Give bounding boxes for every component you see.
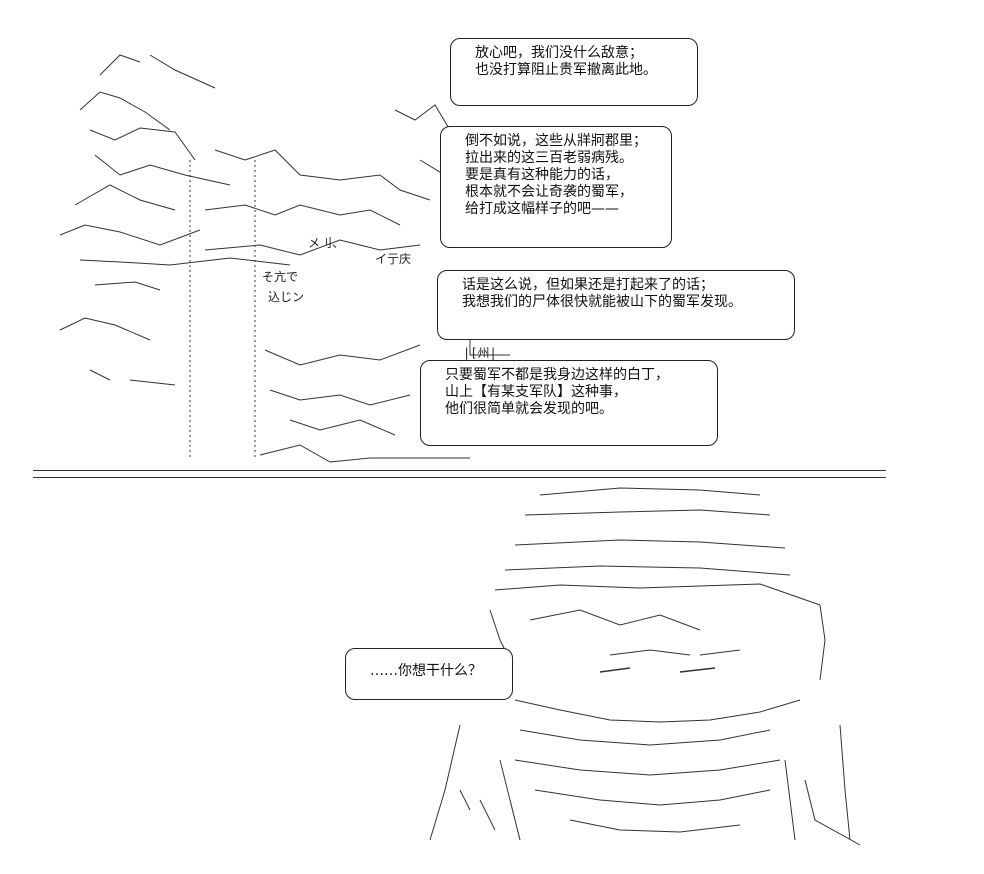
bubble-line: 山上【有某支军队】这种事， — [445, 384, 627, 400]
speech-bubble-3: 话是这么说，但如果还是打起来了的话； 我想我们的尸体很快就能被山下的蜀军发现。 — [437, 270, 795, 340]
lower-figure — [429, 487, 861, 846]
speech-bubble-5: ……你想干什么？ — [345, 648, 513, 700]
bubble-line: 倒不如说，这些从牂牁郡里； — [465, 133, 647, 149]
art-label: |[州| — [463, 346, 497, 360]
bubble-line: 放心吧，我们没什么敌意； — [475, 45, 643, 61]
bubble-line: ……你想干什么？ — [370, 663, 482, 679]
art-label: そ亢で — [262, 270, 299, 284]
bubble-line: 他们很简单就会发现的吧。 — [445, 401, 613, 417]
bubble-line: 要是真有这种能力的话， — [465, 167, 619, 183]
art-label: イ亍庆 — [375, 252, 412, 266]
art-label: 込じン — [268, 290, 305, 304]
bubble-line: 我想我们的尸体很快就能被山下的蜀军发现。 — [462, 294, 742, 310]
speech-bubble-2: 倒不如说，这些从牂牁郡里； 拉出来的这三百老弱病残。 要是真有这种能力的话， 根… — [440, 126, 672, 248]
bubble-line: 根本就不会让奇袭的蜀军， — [465, 184, 633, 200]
bubble-line: 拉出来的这三百老弱病残。 — [465, 150, 633, 166]
bubble-line: 话是这么说，但如果还是打起来了的话； — [462, 277, 714, 293]
bubble-line: 也没打算阻止贵军撤离此地。 — [475, 62, 657, 78]
speech-bubble-1: 放心吧，我们没什么敌意； 也没打算阻止贵军撤离此地。 — [450, 38, 698, 106]
art-label: メ刂、 — [308, 236, 345, 250]
panel-separator — [33, 470, 886, 478]
speech-bubble-4: 只要蜀军不都是我身边这样的白丁， 山上【有某支军队】这种事， 他们很简单就会发现… — [420, 360, 718, 446]
bubble-line: 只要蜀军不都是我身边这样的白丁， — [445, 367, 669, 383]
bubble-line: 给打成这幅样子的吧—— — [465, 201, 619, 217]
